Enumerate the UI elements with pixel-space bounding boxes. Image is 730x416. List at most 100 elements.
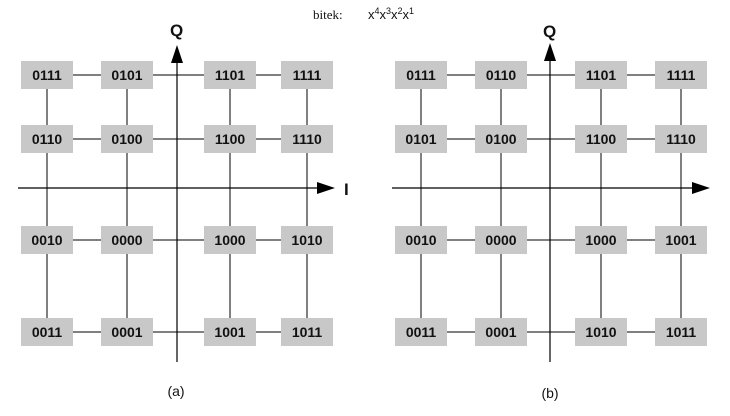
legend-bit-base: x — [391, 7, 398, 22]
symbol-box — [575, 318, 627, 346]
symbol-point: 1001 — [204, 318, 256, 346]
symbol-code: 0111 — [32, 67, 62, 83]
symbol-point: 0010 — [21, 226, 73, 254]
i-axis-arrow — [692, 182, 710, 194]
symbol-code: 1010 — [585, 324, 616, 340]
symbol-box — [575, 125, 627, 153]
symbol-box — [281, 125, 333, 153]
symbol-code: 1010 — [291, 232, 322, 248]
symbol-code: 1011 — [292, 324, 323, 340]
symbol-code: 0110 — [486, 67, 517, 83]
symbol-box — [204, 125, 256, 153]
symbol-point: 1000 — [204, 226, 256, 254]
q-axis-arrow — [171, 45, 183, 63]
symbol-point: 0110 — [475, 61, 527, 89]
symbol-box — [475, 61, 527, 89]
symbol-code: 0100 — [485, 131, 516, 147]
symbol-box — [281, 226, 333, 254]
q-axis-arrow — [544, 43, 556, 61]
symbol-point: 0011 — [21, 318, 73, 346]
symbol-point: 0101 — [101, 61, 153, 89]
symbol-point: 0010 — [395, 226, 447, 254]
symbol-point: 0001 — [101, 318, 153, 346]
symbol-code: 0111 — [406, 67, 436, 83]
symbol-point: 1101 — [204, 61, 256, 89]
symbol-code: 0101 — [405, 131, 436, 147]
symbol-box — [281, 61, 333, 89]
legend-bit-exponent: 4 — [375, 6, 380, 16]
symbol-code: 0100 — [111, 131, 142, 147]
symbol-box — [395, 61, 447, 89]
symbol-box — [204, 226, 256, 254]
i-axis-arrow — [317, 182, 335, 194]
symbol-code: 1100 — [586, 131, 617, 147]
symbol-box — [21, 61, 73, 89]
symbol-code: 1100 — [215, 131, 246, 147]
symbol-point: 1011 — [281, 318, 333, 346]
symbol-box — [475, 318, 527, 346]
legend-bit-base: x — [380, 7, 387, 22]
symbol-box — [395, 125, 447, 153]
symbol-code: 1110 — [292, 131, 322, 147]
symbol-box — [204, 61, 256, 89]
symbol-box — [21, 125, 73, 153]
symbol-code: 0011 — [32, 324, 63, 340]
symbol-point: 0100 — [475, 125, 527, 153]
symbol-point: 0111 — [395, 61, 447, 89]
symbol-code: 0001 — [111, 324, 142, 340]
legend-bit-exponent: 3 — [386, 6, 391, 16]
symbol-point: 0000 — [101, 226, 153, 254]
symbol-code: 0011 — [406, 324, 437, 340]
symbol-code: 0101 — [111, 67, 142, 83]
symbol-code: 0010 — [31, 232, 62, 248]
symbol-box — [21, 226, 73, 254]
symbol-point: 1100 — [575, 125, 627, 153]
symbol-code: 1111 — [667, 67, 696, 83]
symbol-code: 1101 — [586, 67, 617, 83]
symbol-point: 0000 — [475, 226, 527, 254]
symbol-box — [475, 226, 527, 254]
symbol-box — [281, 318, 333, 346]
symbol-box — [655, 318, 707, 346]
symbol-point: 0110 — [21, 125, 73, 153]
symbol-point: 0011 — [395, 318, 447, 346]
symbol-point: 1001 — [655, 226, 707, 254]
symbol-box — [101, 61, 153, 89]
symbol-point: 1000 — [575, 226, 627, 254]
symbol-box — [101, 318, 153, 346]
symbol-point: 0100 — [101, 125, 153, 153]
legend-bit-base: x — [368, 7, 375, 22]
symbol-point: 1011 — [655, 318, 707, 346]
symbol-box — [655, 226, 707, 254]
symbol-box — [101, 125, 153, 153]
symbol-point: 1010 — [575, 318, 627, 346]
legend-bit-base: x — [403, 7, 410, 22]
symbol-code: 1001 — [214, 324, 245, 340]
symbol-code: 1101 — [215, 67, 246, 83]
q-axis-label: Q — [170, 21, 183, 40]
symbol-point: 1010 — [281, 226, 333, 254]
legend-bit-order: x4x3x2x1 — [368, 6, 414, 22]
symbol-point: 1101 — [575, 61, 627, 89]
symbol-point: 1111 — [655, 61, 707, 89]
symbol-point: 1111 — [281, 61, 333, 89]
symbol-code: 0110 — [32, 131, 63, 147]
symbol-point: 0001 — [475, 318, 527, 346]
symbol-box — [575, 61, 627, 89]
symbol-box — [21, 318, 73, 346]
symbol-code: 0000 — [485, 232, 516, 248]
symbol-code: 1011 — [666, 324, 697, 340]
symbol-point: 1100 — [204, 125, 256, 153]
panel-caption: (a) — [167, 383, 184, 399]
symbol-box — [395, 318, 447, 346]
symbol-code: 0001 — [485, 324, 516, 340]
symbol-code: 0010 — [405, 232, 436, 248]
symbol-code: 0000 — [111, 232, 142, 248]
symbol-point: 0111 — [21, 61, 73, 89]
symbol-code: 1000 — [585, 232, 616, 248]
symbol-box — [395, 226, 447, 254]
symbol-code: 1110 — [666, 131, 696, 147]
